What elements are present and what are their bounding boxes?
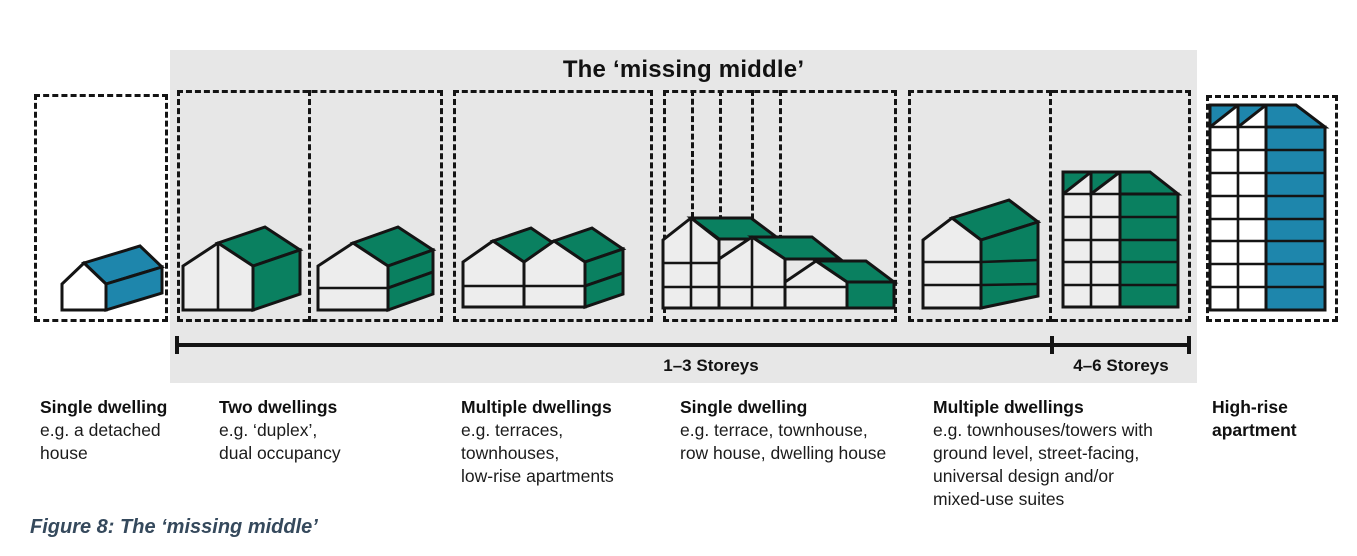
category-single-dwelling-row: Single dwelling e.g. terrace, townhouse,… [680,396,886,465]
storeys-bracket-line [176,343,1190,347]
category-line: e.g. townhouses/towers with [933,420,1153,440]
category-title: Multiple dwellings [461,397,612,417]
lot-divider-1 [691,90,694,218]
stepped-row-house-illustration [661,216,899,310]
detached-house-illustration [60,244,165,313]
category-line: row house, dwelling house [680,443,887,463]
category-line: house [40,443,88,463]
category-title: Multiple dwellings [933,397,1084,417]
lot-divider-2 [719,90,722,239]
storeys-label-low: 1–3 Storeys [663,356,759,375]
figure-title: The ‘missing middle’ [562,56,805,83]
midrise-apartment-illustration [1061,170,1183,309]
category-line: low-rise apartments [461,466,614,486]
figure-caption: Figure 8: The ‘missing middle’ [30,516,318,538]
terrace-townhouse-illustration [461,226,627,310]
storeys-label-mid: 4–6 Storeys [1073,356,1169,375]
box-multiple-dwellings-townhouse [908,90,1052,322]
duplex-horizontal-illustration [316,225,437,313]
bracket-tick-right [1187,336,1191,354]
category-line: townhouses, [461,443,560,463]
category-line: e.g. ‘duplex’, [219,420,318,440]
category-line: e.g. a detached [40,420,161,440]
category-title: Single dwelling [40,397,168,417]
category-title-line2: apartment [1212,420,1297,440]
duplex-vertical-illustration [181,225,304,313]
category-two-dwellings: Two dwellings e.g. ‘duplex’, dual occupa… [219,396,341,465]
lot-divider-3 [751,90,754,237]
category-line: mixed-use suites [933,489,1065,509]
category-line: dual occupancy [219,443,341,463]
category-line: universal design and/or [933,466,1114,486]
highrise-apartment-illustration [1208,103,1330,312]
box-multiple-dwellings-lowrise [453,90,653,322]
box-multiple-dwellings-midrise [1052,90,1191,322]
category-multiple-dwellings-towers: Multiple dwellings e.g. townhouses/tower… [933,396,1213,511]
category-title: High-rise [1212,397,1288,417]
bracket-tick-left [175,336,179,354]
box-single-dwelling [34,94,168,322]
category-single-dwelling-detached: Single dwelling e.g. a detached house [40,396,167,465]
box-highrise-apartment [1206,95,1338,322]
category-line: ground level, street-facing, [933,443,1140,463]
category-line: e.g. terrace, townhouse, [680,420,868,440]
lot-divider-4 [779,90,782,259]
three-storey-townhouse-illustration [921,198,1042,310]
category-highrise-apartment: High-rise apartment [1212,396,1297,442]
category-title: Single dwelling [680,397,808,417]
category-title: Two dwellings [219,397,338,417]
category-line: e.g. terraces, [461,420,564,440]
box-two-dwellings-divider [308,90,311,322]
bracket-tick-mid [1050,336,1054,354]
category-multiple-dwellings-lowrise: Multiple dwellings e.g. terraces, townho… [461,396,614,488]
